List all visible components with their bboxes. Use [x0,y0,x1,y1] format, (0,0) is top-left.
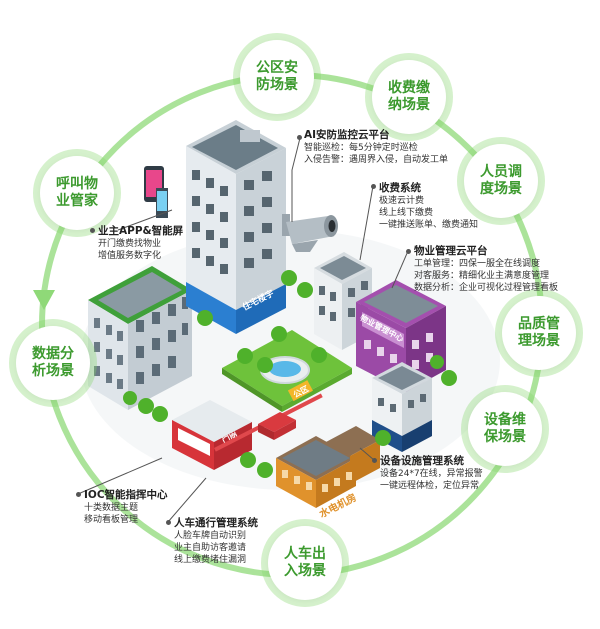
annotation-leaders [77,137,409,523]
building-power-room: 水电机房 [276,426,380,521]
annotation-ioc-command-center: IOC智能指挥中心 十类数据主题 移动看板管理 [84,489,168,525]
trees [123,270,457,478]
building-right-blue [372,362,432,452]
scene-fee-payment[interactable]: 收费缴纳场景 [372,60,446,134]
ring-arrow-icon [33,290,55,310]
building-residential-tower: 住宅楼宇 [186,120,286,334]
building-left-green [88,266,192,410]
scene-people-vehicle-access[interactable]: 人车出入场景 [268,526,342,600]
car-icon [258,412,296,440]
scene-equipment-maintenance[interactable]: 设备维保场景 [468,392,542,466]
annotation-access-control-system: 人车通行管理系统 人脸车牌自动识别 业主自助访客邀请 线上缴费堵住漏洞 [174,517,258,565]
building-gate: 门岗 [172,393,323,470]
owner-app-phone-icon [144,166,168,218]
scene-data-analysis[interactable]: 数据分析场景 [16,326,90,400]
annotation-owner-app: 业主APP&智能屏 开门缴费找物业 增值服务数字化 [98,225,184,261]
scene-public-security[interactable]: 公区安防场景 [240,40,314,114]
scene-staff-dispatch[interactable]: 人员调度场景 [464,144,538,218]
annotation-property-cloud-platform: 物业管理云平台 工单管理：四保一服全在线调度 对客服务：精细化业主满意度管理 数… [414,245,559,293]
security-camera-icon [282,214,338,252]
scene-call-butler[interactable]: 呼叫物业管家 [40,156,114,230]
annotation-ai-security-platform: AI安防监控云平台 智能巡检：每5分钟定时巡检 入侵告警：遇周界入侵，自动发工单 [304,129,449,165]
annotation-billing-system: 收费系统 极速云计费 线上线下缴费 一键推送账单、缴费通知 [379,182,479,230]
annotation-equipment-system: 设备设施管理系统 设备24*7在线，异常报警 一键远程体检，定位异常 [380,455,483,491]
scene-quality-management[interactable]: 品质管理场景 [502,296,576,370]
